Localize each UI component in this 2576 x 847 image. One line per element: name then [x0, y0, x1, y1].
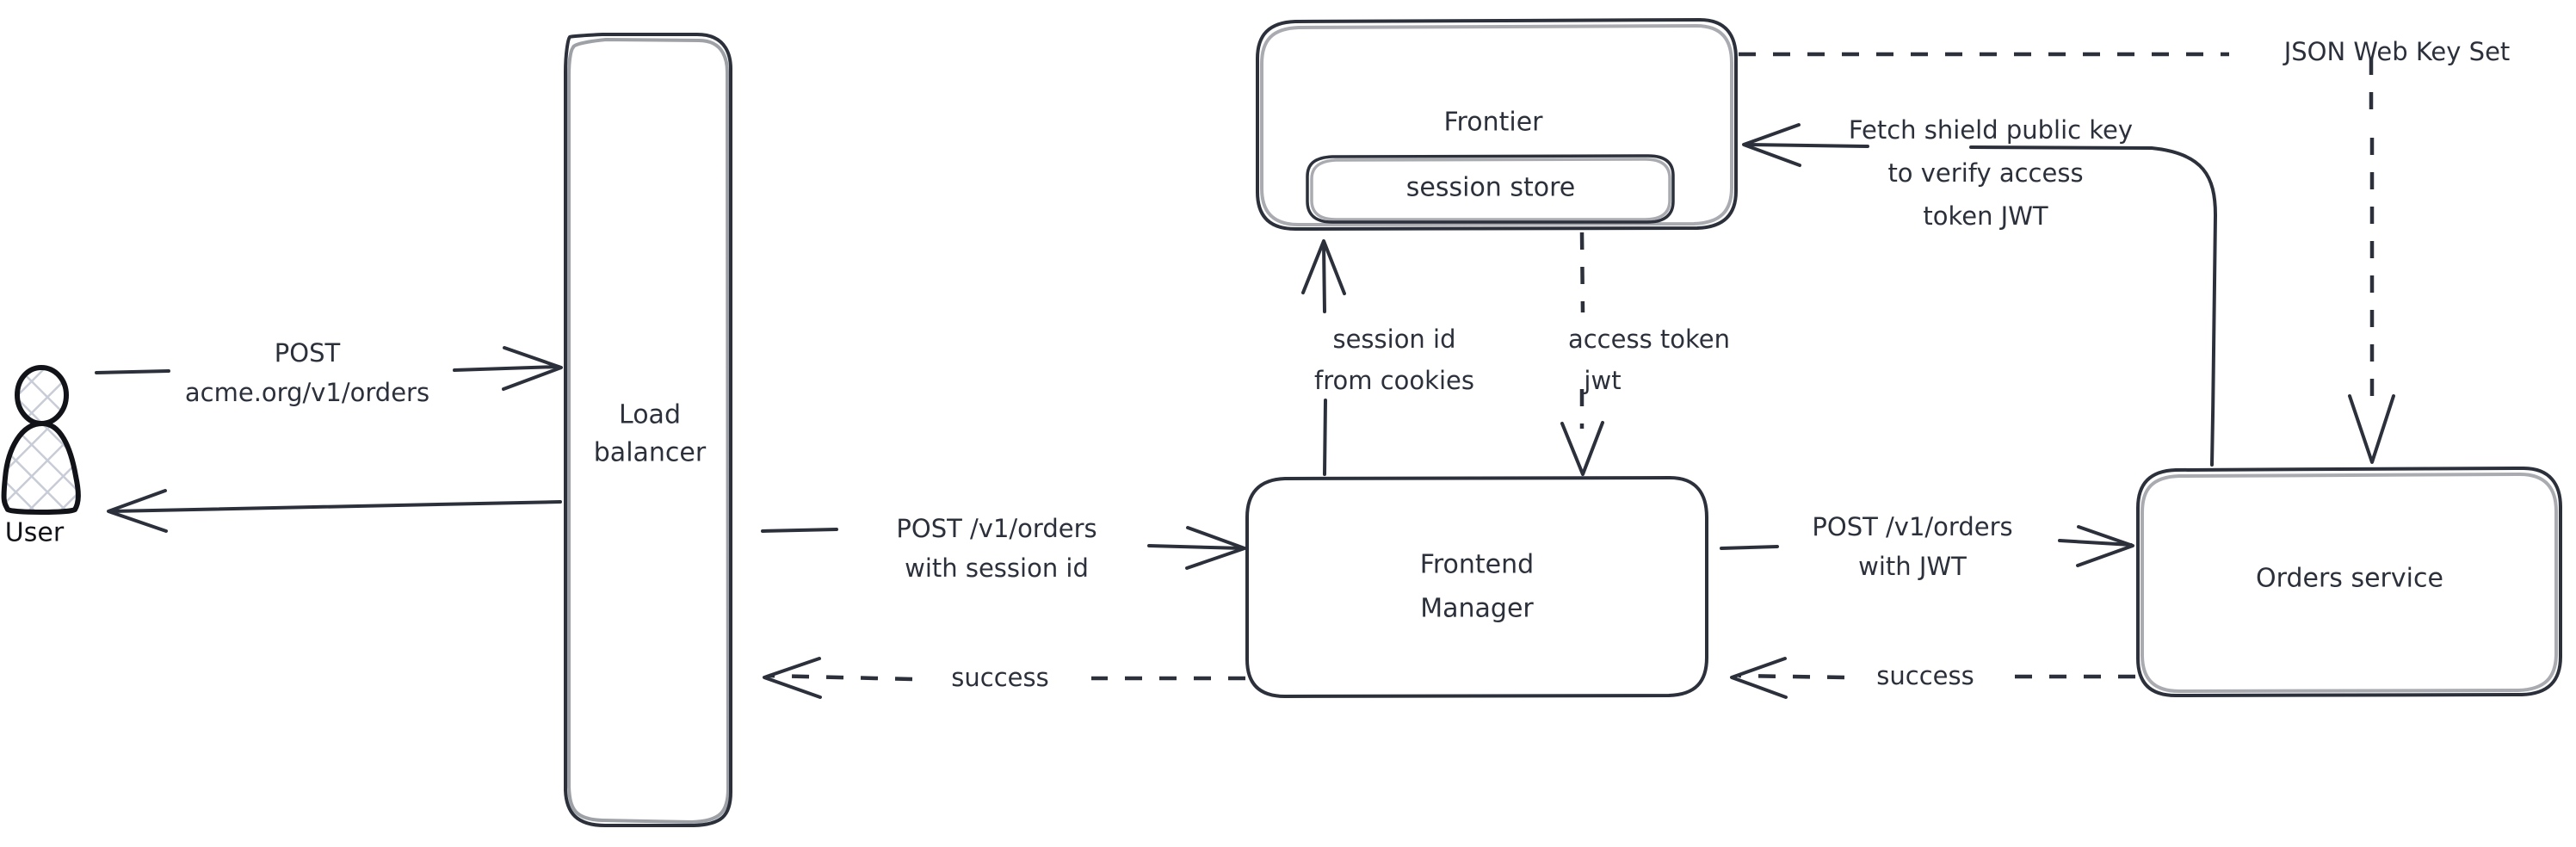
- edge-label-user-post-line2: acme.org/v1/orders: [185, 378, 429, 407]
- load-balancer-label-line1: Load: [619, 400, 681, 430]
- edge-orders-service-to-frontend-manager-success: [1730, 657, 2135, 699]
- edge-label-lb-to-fm-line1: POST /v1/orders: [896, 514, 1096, 543]
- edge-user-to-load-balancer: [95, 346, 563, 391]
- edge-label-fetch-key-line3: token JWT: [1923, 201, 2048, 231]
- load-balancer-node[interactable]: [564, 33, 732, 827]
- edge-frontier-to-frontend-manager: [1560, 232, 1604, 476]
- edge-orders-service-to-frontier: [1742, 123, 2217, 467]
- frontier-label: Frontier: [1443, 108, 1543, 138]
- edge-label-fm-to-orders-line1: POST /v1/orders: [1812, 512, 2012, 541]
- edge-frontend-manager-to-orders-service: [1720, 525, 2134, 567]
- edge-label-fm-success: success: [951, 663, 1048, 692]
- session-store-label: session store: [1406, 173, 1575, 203]
- edge-label-session-id-line1: session id: [1332, 325, 1455, 354]
- edge-label-fm-to-orders-line2: with JWT: [1858, 552, 1967, 581]
- orders-service-label: Orders service: [2256, 564, 2443, 594]
- edge-frontier-to-orders-service-jwks: [1739, 52, 2395, 464]
- edge-label-fetch-key-line2: to verify access: [1887, 158, 2083, 188]
- edge-frontend-manager-to-load-balancer-success: [763, 657, 1245, 699]
- edge-label-access-token-line2: jwt: [1583, 366, 1621, 395]
- frontend-manager-label-line1: Frontend: [1420, 550, 1534, 580]
- edge-frontend-manager-to-frontier: [1301, 239, 1346, 476]
- frontend-manager-node[interactable]: [1245, 476, 1708, 698]
- edge-label-jwks: JSON Web Key Set: [2283, 37, 2511, 66]
- edge-label-user-post-line1: POST: [275, 338, 341, 368]
- user-actor-label: User: [5, 518, 65, 548]
- edge-label-session-id-line2: from cookies: [1314, 366, 1474, 395]
- edge-label-orders-success: success: [1876, 661, 1974, 690]
- edge-load-balancer-to-user: [107, 489, 562, 533]
- edge-label-fetch-key-line1: Fetch shield public key: [1849, 115, 2133, 145]
- edge-load-balancer-to-frontend-manager: [761, 526, 1246, 570]
- orders-service-node[interactable]: [2136, 467, 2562, 697]
- edge-label-lb-to-fm-line2: with session id: [905, 553, 1089, 583]
- edge-label-access-token-line1: access token: [1568, 325, 1730, 354]
- frontend-manager-label-line2: Manager: [1420, 594, 1534, 624]
- user-actor-icon: [1, 365, 81, 515]
- load-balancer-label-line2: balancer: [594, 438, 707, 468]
- session-store-node[interactable]: [1306, 154, 1675, 224]
